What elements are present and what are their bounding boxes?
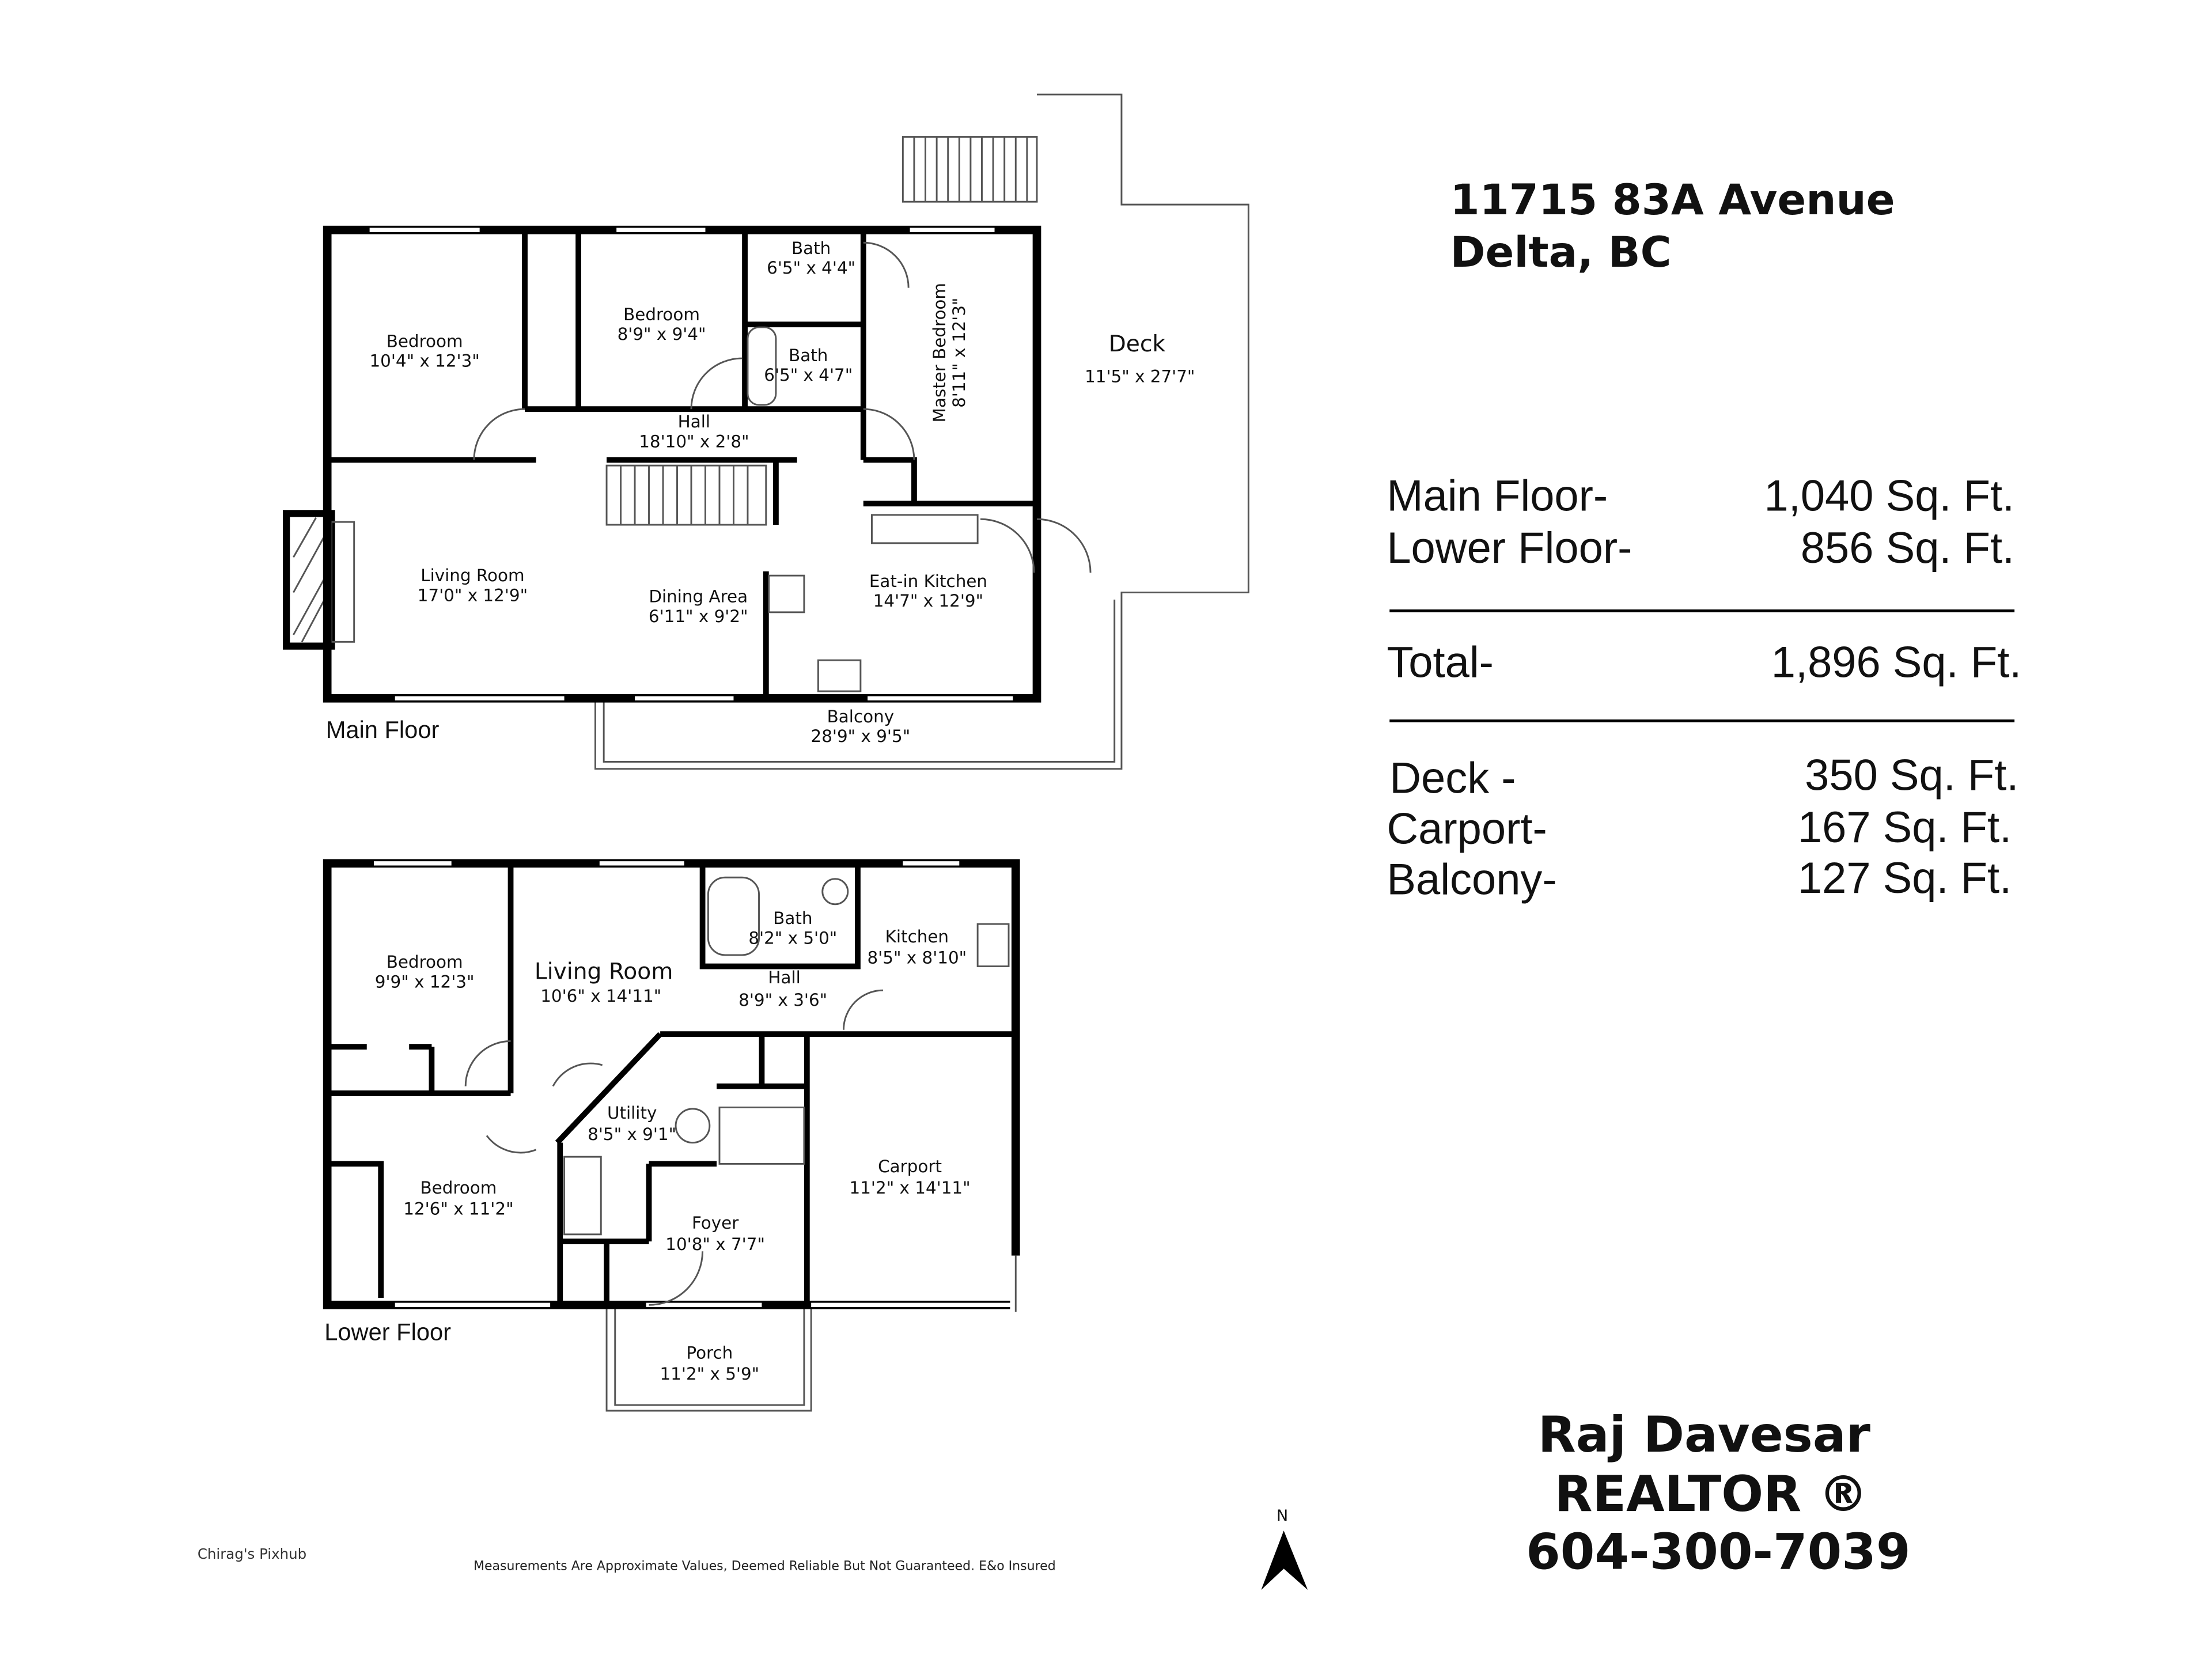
room-name: Bath	[773, 908, 812, 928]
address-line2: Delta, BC	[1450, 228, 1672, 277]
room-name: Carport	[878, 1157, 942, 1176]
interior-walls	[327, 863, 1016, 1305]
agent-title: REALTOR ®	[1555, 1465, 1868, 1523]
agent-phone: 604-300-7039	[1526, 1523, 1910, 1581]
total-label: Total-	[1387, 638, 1494, 687]
area-value: 1,040 Sq. Ft.	[1764, 472, 2015, 521]
logo-text: Chirag's Pixhub	[198, 1546, 306, 1562]
room-name: Deck	[1109, 331, 1166, 357]
room-name: Bath	[789, 346, 828, 365]
room-name: Hall	[768, 968, 800, 987]
agent-name: Raj Davesar	[1538, 1406, 1871, 1464]
room-name: Bedroom	[420, 1178, 497, 1198]
north-arrow-icon	[1261, 1531, 1308, 1590]
room-size: 11'5" x 27'7"	[1085, 367, 1195, 387]
deck-outline	[594, 93, 1249, 770]
windows	[369, 228, 1013, 700]
room-name: Living Room	[535, 959, 673, 985]
room-size: 8'2" x 5'0"	[748, 928, 837, 948]
room-size: 11'2" x 5'9"	[660, 1364, 759, 1384]
room-name: Foyer	[692, 1213, 739, 1233]
compass-n-label: N	[1277, 1507, 1288, 1525]
room-name: Hall	[678, 412, 710, 431]
room-size: 11'2" x 14'11"	[850, 1178, 971, 1198]
room-size: 8'11" x 12'3"	[949, 298, 969, 408]
room-size: 12'6" x 11'2"	[403, 1199, 513, 1219]
windows	[373, 861, 1013, 1307]
room-size: 6'5" x 4'4"	[767, 258, 855, 278]
room-size: 6'5" x 4'7"	[764, 365, 853, 385]
main-floor-plan: Bedroom 10'4" x 12'3" Bedroom 8'9" x 9'4…	[283, 93, 1249, 770]
balcony-outline	[603, 599, 1116, 763]
room-size: 8'5" x 8'10"	[867, 948, 967, 968]
main-floor-title: Main Floor	[326, 716, 440, 743]
property-info: 11715 83A Avenue Delta, BC Main Floor- 1…	[1387, 176, 2021, 904]
room-size: 6'11" x 9'2"	[649, 607, 748, 626]
room-name: Bedroom	[623, 305, 700, 324]
room-name: Bath	[791, 238, 831, 258]
extra-label: Carport-	[1387, 804, 1547, 853]
room-name: Living Room	[421, 566, 524, 585]
room-size: 28'9" x 9'5"	[811, 726, 911, 746]
extra-label: Deck -	[1389, 753, 1516, 802]
room-name: Balcony	[827, 707, 894, 726]
disclaimer: Measurements Are Approximate Values, Dee…	[474, 1559, 1056, 1574]
room-name: Porch	[686, 1343, 733, 1362]
room-size: 14'7" x 12'9"	[873, 591, 983, 611]
porch-outline	[605, 1305, 812, 1412]
room-name: Utility	[607, 1103, 657, 1123]
room-size: 8'9" x 3'6"	[738, 990, 827, 1010]
deck-stairs	[902, 136, 1038, 203]
room-name: Dining Area	[649, 587, 748, 607]
room-name: Bedroom	[387, 952, 463, 972]
footer: Chirag's Pixhub Measurements Are Approxi…	[198, 1507, 1308, 1590]
room-size: 10'6" x 14'11"	[540, 986, 661, 1006]
area-label: Lower Floor-	[1387, 524, 1632, 573]
room-size: 8'9" x 9'4"	[618, 324, 706, 344]
area-label: Main Floor-	[1387, 472, 1608, 521]
room-name: Bedroom	[387, 331, 463, 351]
room-size: 10'4" x 12'3"	[369, 351, 479, 371]
address-line1: 11715 83A Avenue	[1450, 176, 1895, 225]
room-name: Eat-in Kitchen	[869, 571, 987, 591]
room-size: 8'5" x 9'1"	[588, 1124, 676, 1144]
extra-label: Balcony-	[1387, 855, 1556, 904]
agent-info: Raj Davesar REALTOR ® 604-300-7039	[1526, 1406, 1910, 1581]
extra-value: 127 Sq. Ft.	[1798, 854, 2012, 903]
room-name: Kitchen	[885, 927, 949, 946]
extra-value: 167 Sq. Ft.	[1798, 803, 2012, 852]
extra-value: 350 Sq. Ft.	[1805, 751, 2018, 800]
room-name: Master Bedroom	[930, 283, 949, 423]
lower-floor-title: Lower Floor	[324, 1319, 451, 1346]
room-size: 10'8" x 7'7"	[665, 1234, 765, 1254]
interior-walls	[327, 230, 1037, 699]
total-value: 1,896 Sq. Ft.	[1771, 638, 2022, 687]
water-heater	[675, 1108, 711, 1144]
area-value: 856 Sq. Ft.	[1801, 524, 2014, 573]
interior-stairs	[605, 464, 767, 526]
room-size: 18'10" x 2'8"	[639, 431, 749, 451]
room-size: 17'0" x 12'9"	[418, 585, 528, 605]
room-size: 9'9" x 12'3"	[375, 972, 475, 991]
lower-floor-plan: Bedroom 9'9" x 12'3" Living Room 10'6" x…	[323, 859, 1022, 1412]
